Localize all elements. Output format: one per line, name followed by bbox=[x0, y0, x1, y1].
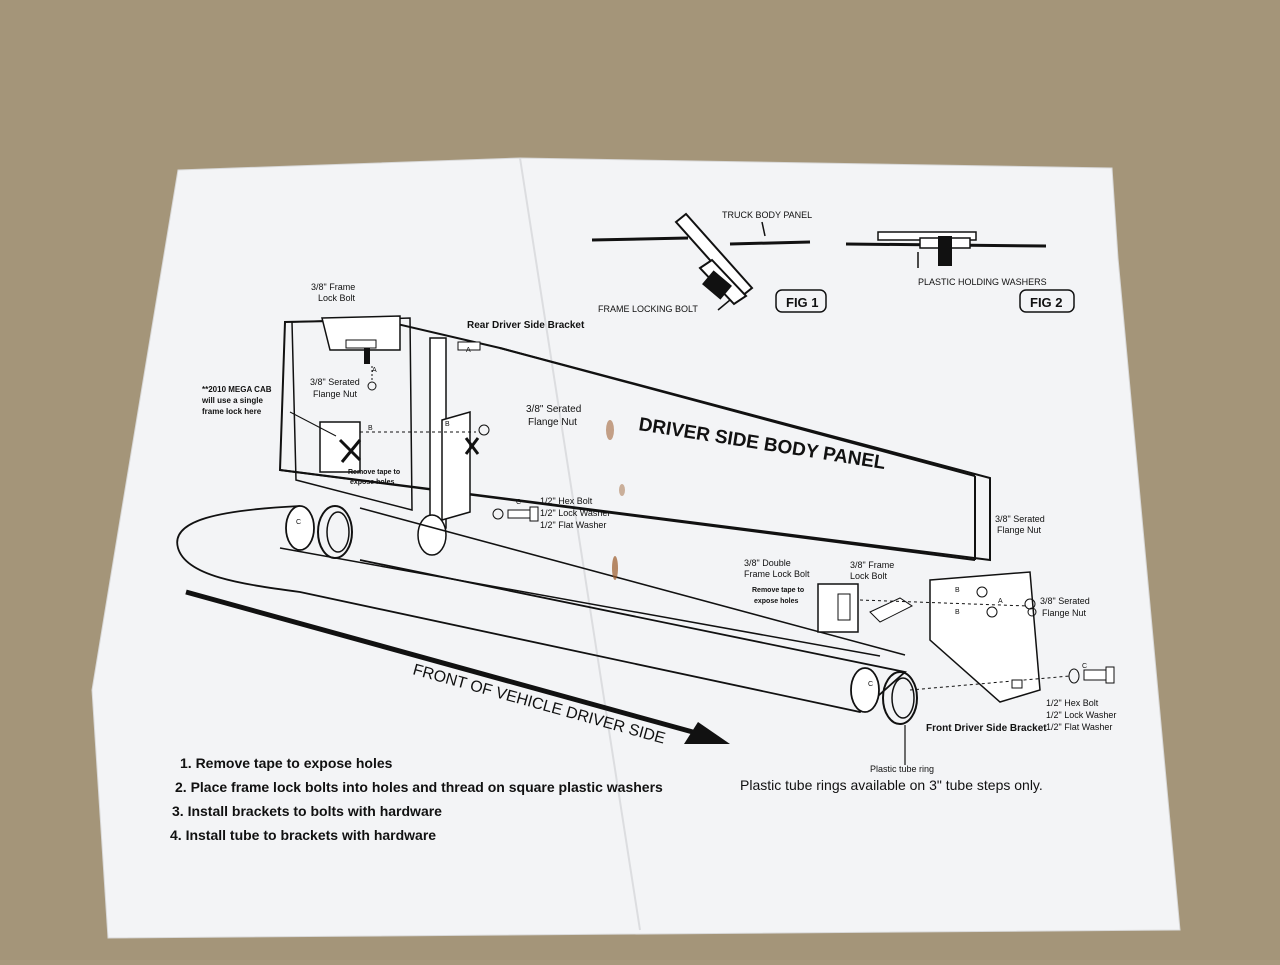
fig1-badge bbox=[775, 289, 827, 313]
rear-lock-washer-label: 1/2" Lock Washer bbox=[540, 508, 610, 518]
front-hex-bolt: 1/2" Hex Bolt bbox=[1046, 698, 1099, 708]
rear-flange-nut-b-label-2: Flange Nut bbox=[528, 417, 577, 428]
front-flange-nut-top-1: 3/8" Serated bbox=[995, 514, 1045, 524]
rear-remove-tape-2: expose holes bbox=[350, 479, 394, 486]
rear-marker-a: A bbox=[466, 347, 471, 354]
front-frame-lock-2: Lock Bolt bbox=[850, 571, 888, 581]
paper-fold bbox=[519, 157, 641, 931]
step-4: 4. Install tube to brackets with hardwar… bbox=[170, 827, 436, 843]
step-2: 2. Place frame lock bolts into holes and… bbox=[175, 779, 663, 795]
fig2-diagram: PLASTIC HOLDING WASHERS FIG 2 bbox=[845, 231, 1075, 313]
front-flange-nut-top-2: Flange Nut bbox=[997, 525, 1042, 535]
instruction-steps: 1. Remove tape to expose holes 2. Place … bbox=[170, 755, 663, 843]
rust-stains bbox=[606, 420, 625, 580]
tube-marker-c-front: C bbox=[868, 681, 873, 688]
step-3: 3. Install brackets to bolts with hardwa… bbox=[172, 803, 442, 819]
front-flat-washer: 1/2" Flat Washer bbox=[1046, 722, 1112, 732]
mega-cab-note-2: will use a single bbox=[201, 396, 263, 405]
fig2-badge bbox=[1019, 289, 1075, 313]
plastic-holding-washers-label: PLASTIC HOLDING WASHERS bbox=[918, 277, 1047, 287]
tube-ring-label: Plastic tube ring bbox=[870, 764, 934, 774]
front-lock-washer: 1/2" Lock Washer bbox=[1046, 710, 1116, 720]
front-bracket-title: Front Driver Side Bracket bbox=[926, 723, 1047, 734]
rear-flange-nut-label-2: Flange Nut bbox=[313, 389, 358, 399]
fig2-label: FIG 2 bbox=[1030, 295, 1063, 310]
front-marker-b2: B bbox=[955, 609, 960, 616]
rear-flange-nut-b-label-1: 3/8" Serated bbox=[526, 404, 581, 415]
rear-marker-b2: B bbox=[445, 421, 450, 428]
rear-frame-lock-bolt-label-2: Lock Bolt bbox=[318, 293, 356, 303]
tube-marker-c-rear: C bbox=[296, 519, 301, 526]
rear-marker-c: C bbox=[516, 499, 521, 506]
front-frame-lock-1: 3/8" Frame bbox=[850, 560, 894, 570]
fig1-diagram: TRUCK BODY PANEL FRAME LOCKING BOLT FIG … bbox=[591, 210, 827, 314]
front-remove-tape-1: Remove tape to bbox=[752, 587, 804, 594]
rear-marker-a2: A bbox=[372, 367, 377, 374]
mega-cab-note-3: frame lock here bbox=[202, 407, 262, 416]
rear-marker-b: B bbox=[368, 425, 373, 432]
front-marker-c: C bbox=[1082, 663, 1087, 670]
rear-flat-washer-label: 1/2" Flat Washer bbox=[540, 520, 606, 530]
step-1: 1. Remove tape to expose holes bbox=[180, 755, 393, 771]
rear-flange-nut-label-1: 3/8" Serated bbox=[310, 377, 360, 387]
fig1-label: FIG 1 bbox=[786, 295, 819, 310]
rear-remove-tape-1: Remove tape to bbox=[348, 469, 400, 476]
truck-body-panel-label: TRUCK BODY PANEL bbox=[722, 210, 812, 220]
rear-frame-lock-bolt-label-1: 3/8" Frame bbox=[311, 282, 355, 292]
front-marker-b1: B bbox=[955, 587, 960, 594]
rear-bracket-title: Rear Driver Side Bracket bbox=[467, 320, 585, 331]
front-remove-tape-2: expose holes bbox=[754, 598, 798, 605]
tube-ring-note: Plastic tube rings available on 3" tube … bbox=[740, 777, 1043, 793]
front-flange-nut-side-1: 3/8" Serated bbox=[1040, 596, 1090, 606]
front-flange-nut-side-2: Flange Nut bbox=[1042, 608, 1087, 618]
mega-cab-note-1: **2010 MEGA CAB bbox=[202, 385, 272, 394]
front-double-bolt-1: 3/8" Double bbox=[744, 558, 791, 568]
front-double-bolt-2: Frame Lock Bolt bbox=[744, 569, 810, 579]
rear-hex-bolt-label: 1/2" Hex Bolt bbox=[540, 496, 593, 506]
front-marker-a: A bbox=[998, 598, 1003, 605]
frame-locking-bolt-label: FRAME LOCKING BOLT bbox=[598, 304, 698, 314]
step-tube-drawing: C C Plastic tube ring bbox=[176, 505, 934, 774]
front-bracket-drawing: 3/8" Serated Flange Nut 3/8" Double Fram… bbox=[744, 514, 1116, 734]
paper-sheet bbox=[91, 157, 1181, 939]
